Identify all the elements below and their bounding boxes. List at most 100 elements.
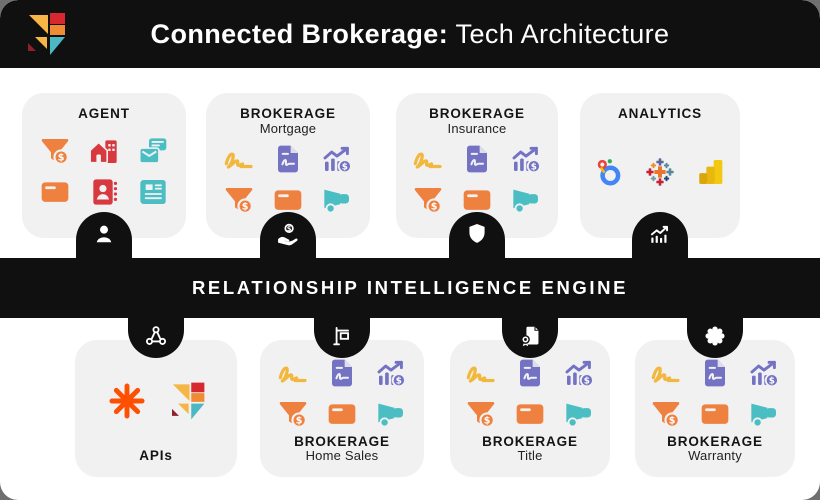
signature-icon [650, 357, 682, 389]
funnel-dollar-icon: $ [277, 398, 309, 430]
mortgage-connector: $ [260, 212, 316, 260]
contract-doc-icon [326, 357, 358, 389]
svg-text:$: $ [58, 153, 65, 164]
page-title-bold: Connected Brokerage: [150, 18, 449, 49]
tableau-icon [644, 156, 676, 188]
funnel-dollar-icon: $ [412, 184, 444, 216]
title-deed-icon [517, 323, 543, 349]
funnel-dollar-icon: $ [650, 398, 682, 430]
megaphone-icon [321, 184, 353, 216]
card-window-icon [326, 398, 358, 430]
card-agent-title: AGENT [78, 106, 130, 121]
agent-connector [76, 212, 132, 260]
svg-text:$: $ [431, 201, 438, 212]
signature-icon [465, 357, 497, 389]
card-brokerage-home-sales-subtitle: Home Sales [305, 448, 379, 464]
brand-mark-icon [165, 380, 207, 422]
svg-text:$: $ [769, 377, 775, 387]
chart-trend-icon [647, 221, 673, 247]
page-title-regular: Tech Architecture [448, 18, 670, 49]
brand-mark-icon [20, 10, 68, 58]
svg-text:$: $ [531, 162, 537, 172]
header-bar: Connected Brokerage: Tech Architecture [0, 0, 820, 68]
card-agent-head: AGENT [78, 93, 130, 122]
page-title: Connected Brokerage: Tech Architecture [0, 0, 820, 68]
card-window-icon [699, 398, 731, 430]
contract-doc-icon [514, 357, 546, 389]
card-brokerage-insurance-subtitle: Insurance [447, 120, 507, 136]
svg-text:$: $ [296, 416, 303, 427]
webhook-icon [143, 323, 169, 349]
powerbi-icon [695, 156, 727, 188]
card-brokerage-warranty-subtitle: Warranty [688, 448, 742, 464]
chart-dollar-icon: $ [748, 357, 780, 389]
title-connector [502, 316, 558, 358]
card-brokerage-home-sales-head: BROKERAGE Home Sales [294, 434, 390, 477]
card-brokerage-insurance-head: BROKERAGE Insurance [429, 93, 525, 136]
card-brokerage-home-sales: $$ BROKERAGE Home Sales [260, 340, 424, 477]
svg-text:$: $ [584, 377, 590, 387]
megaphone-icon [563, 398, 595, 430]
card-brokerage-warranty-head: BROKERAGE Warranty [667, 434, 763, 477]
card-brokerage-warranty-title: BROKERAGE [667, 433, 763, 449]
card-brokerage-warranty-icons: $$ [649, 357, 781, 430]
relationship-intelligence-engine-band: RELATIONSHIP INTELLIGENCE ENGINE [0, 258, 820, 318]
funnel-dollar-icon: $ [39, 135, 71, 167]
card-brokerage-insurance-icons: $$ [411, 143, 543, 216]
yard-sign-icon [329, 323, 355, 349]
card-brokerage-home-sales-icons: $$ [276, 357, 408, 430]
card-brokerage-mortgage-head: BROKERAGE Mortgage [240, 93, 336, 136]
card-brokerage-home-sales-title: BROKERAGE [294, 433, 390, 449]
card-analytics-title: ANALYTICS [617, 106, 703, 121]
card-brokerage-insurance-title: BROKERAGE [429, 106, 525, 121]
card-agent-icons: $ [38, 135, 170, 208]
signature-icon [412, 143, 444, 175]
chart-dollar-icon: $ [321, 143, 353, 175]
svg-text:$: $ [242, 201, 249, 212]
card-brokerage-title-icons: $$ [464, 357, 596, 430]
person-icon [91, 221, 117, 247]
contact-book-icon [88, 176, 120, 208]
card-brokerage-title-head: BROKERAGE Title [482, 434, 578, 477]
svg-text:$: $ [287, 225, 292, 233]
signature-icon [277, 357, 309, 389]
card-brokerage-title-subtitle: Title [517, 448, 543, 464]
card-apis-icons [106, 380, 207, 422]
card-brokerage-title-title: BROKERAGE [482, 433, 578, 449]
signature-icon [223, 143, 255, 175]
megaphone-icon [510, 184, 542, 216]
svg-text:$: $ [669, 416, 676, 427]
card-window-icon [461, 184, 493, 216]
mail-transfer-icon [137, 135, 169, 167]
insurance-connector [449, 212, 505, 260]
card-brokerage-mortgage-title: BROKERAGE [240, 106, 336, 121]
card-analytics-icons [593, 156, 727, 188]
card-apis: APIs [75, 340, 237, 477]
chart-dollar-icon: $ [510, 143, 542, 175]
contract-doc-icon [461, 143, 493, 175]
card-brokerage-mortgage: BROKERAGE Mortgage $ $ [206, 93, 370, 238]
funnel-dollar-icon: $ [465, 398, 497, 430]
hand-dollar-icon: $ [275, 221, 301, 247]
card-window-icon [514, 398, 546, 430]
looker-icon [593, 156, 625, 188]
funnel-dollar-icon: $ [223, 184, 255, 216]
newspaper-icon [137, 176, 169, 208]
svg-text:$: $ [342, 162, 348, 172]
megaphone-icon [748, 398, 780, 430]
megaphone-icon [375, 398, 407, 430]
card-brokerage-mortgage-subtitle: Mortgage [259, 120, 317, 136]
card-analytics-head: ANALYTICS [618, 93, 702, 122]
card-window-icon [272, 184, 304, 216]
engine-band-label: RELATIONSHIP INTELLIGENCE ENGINE [191, 277, 629, 298]
zapier-icon [106, 380, 148, 422]
shield-icon [464, 221, 490, 247]
analytics-connector [632, 212, 688, 260]
warranty-seal-icon [702, 323, 728, 349]
svg-text:$: $ [396, 377, 402, 387]
card-brokerage-title: $$ BROKERAGE Title [450, 340, 610, 477]
home-building-icon [88, 135, 120, 167]
svg-text:$: $ [484, 416, 491, 427]
card-apis-head: APIs [139, 448, 173, 477]
